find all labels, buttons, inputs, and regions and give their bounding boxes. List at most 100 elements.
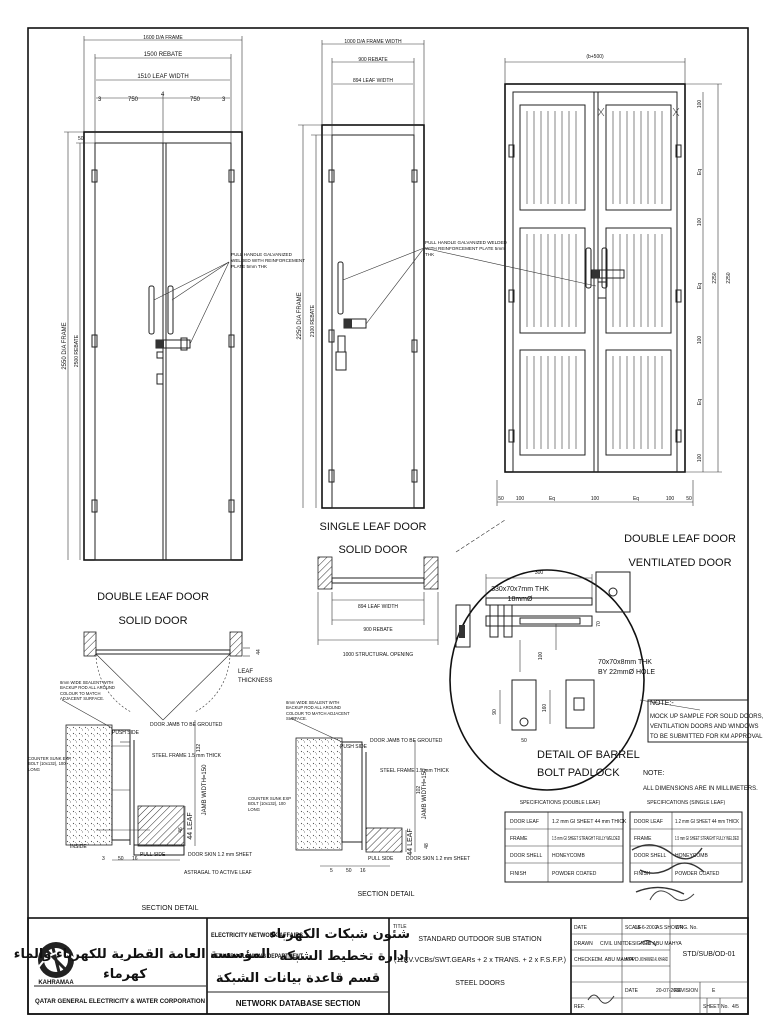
designed-value: M. ABU MAHYA xyxy=(646,941,682,947)
double-solid-dim-leaf: 1510 LEAF WIDTH xyxy=(137,74,188,80)
vent-dim-right-3: 100 xyxy=(697,218,703,227)
notes-box xyxy=(647,699,749,743)
drawn-label: DRAWN xyxy=(574,941,593,947)
double-solid-dim-sub-2: 750 xyxy=(128,97,139,103)
designed-label: DESIGNED xyxy=(625,941,652,947)
barrel-plate: 330x70x7mm THK xyxy=(491,586,549,593)
vent-dim-bottom-5: Eq xyxy=(633,496,639,502)
vent-dim-bottom-4: 100 xyxy=(591,496,600,502)
spec-right-r2-c1: FRAME xyxy=(634,836,652,842)
barrel-title-2: BOLT PADLOCK xyxy=(537,767,620,779)
double-solid-dim-sub-5: 3 xyxy=(222,97,226,103)
revision-label: REVISION xyxy=(674,988,698,994)
louvre-panel xyxy=(519,104,586,211)
single-solid-dim-frame: 1000 D/A FRAME WIDTH xyxy=(344,39,402,45)
drawing-title-2: (11KV.VCBs/SWT.GEARs + 2 x TRANS. + 2 x … xyxy=(394,957,566,964)
barrel-plate2-1: 70x70x8mm THK xyxy=(598,659,652,666)
vent-dim-bottom-7: 50 xyxy=(686,496,692,502)
drawing-number: STD/SUB/OD-01 xyxy=(683,951,736,958)
sheet-value: 4/5 xyxy=(732,1004,739,1010)
checked-value: M. ABU MAHYA xyxy=(598,957,634,963)
section-right-leaf44: 44 LEAF xyxy=(407,828,414,855)
section-left-skin: DOOR SKIN 1.2 mm SHEET xyxy=(188,852,252,858)
section-right-sealant: 8mm WIDE SEALENT WITH BACKUP ROD ALL ARO… xyxy=(286,700,349,721)
double-vent-elevation xyxy=(423,58,722,506)
louvre-panel xyxy=(605,227,672,334)
spec-left-r2-c1: FRAME xyxy=(510,836,528,842)
section-left-inside: INSIDE xyxy=(70,844,87,850)
note-title: NOTE:- xyxy=(650,700,674,707)
double-solid-dim-vert-rebate: 2500 REBATE xyxy=(74,334,80,367)
section-left-d132: 132 xyxy=(196,744,202,753)
section-right-dim-3: 16 xyxy=(360,868,366,874)
louvre-panel xyxy=(605,104,672,211)
double-solid-dim-sub-1: 3 xyxy=(98,97,102,103)
section-right-jambw: JAMB WIDTH=150 xyxy=(422,768,428,820)
barrel-plate2-2: BY 22mmØ HOLE xyxy=(598,669,655,676)
sect-ar: قسم قاعدة بيانات الشبكة xyxy=(216,971,380,986)
section-left-dim-2: 50 xyxy=(118,856,124,862)
title-block xyxy=(27,917,749,1015)
date2-label: DATE xyxy=(625,988,639,994)
date2-value: 20-07-2016 xyxy=(656,988,682,994)
spec-left-r4-c2: POWDER COATED xyxy=(552,871,597,877)
section-left-push: PUSH SIDE xyxy=(112,730,140,736)
double-solid-dim-sub-4: 750 xyxy=(190,97,201,103)
louvre-panel xyxy=(519,227,586,334)
vent-dim-right-7: 100 xyxy=(697,454,703,463)
section-left-dim-3: 16 xyxy=(132,856,138,862)
vent-dim-bottom-2: 100 xyxy=(516,496,525,502)
single-plan-opening: 1000 STRUCTURAL OPENING xyxy=(343,652,413,658)
scale-value: AS SHOWN xyxy=(656,925,684,931)
section-left-jambw: JAMB WIDTH=150 xyxy=(202,764,208,816)
note-line-1: MOCK UP SAMPLE FOR SOLID DOORS, xyxy=(650,714,764,720)
date-label: DATE xyxy=(574,925,588,931)
barrel-bolt-detail xyxy=(449,519,701,791)
appd-label: APPD. xyxy=(625,957,640,963)
spec-right-r2-c2: 1.5 mm GI SHEET STRAIGHT FULLY WELDED xyxy=(675,836,739,842)
drawing-title-1: STANDARD OUTDOOR SUB STATION xyxy=(418,936,541,943)
single-plan-rebate: 900 REBATE xyxy=(363,627,393,633)
note-line-3: TO BE SUBMITTED FOR KM APPROVAL xyxy=(650,734,763,740)
section-right-d102: 102 xyxy=(416,786,422,795)
vent-dim-right-5: 100 xyxy=(697,336,703,345)
section-left-dim-1: 3 xyxy=(102,856,105,862)
section-left-frame-1: STEEL FRAME 1.5 mm THICK xyxy=(152,753,222,759)
double-solid-title-1: DOUBLE LEAF DOOR xyxy=(97,591,209,603)
double-solid-title-2: SOLID DOOR xyxy=(118,615,187,627)
sheet-label: SHEET No. xyxy=(703,1004,729,1010)
single-plan-leaf: 894 LEAF WIDTH xyxy=(358,604,398,610)
dept-ar-1: شئون شبكات الكهرباء xyxy=(270,927,410,942)
spec-right-caption: SPECIFICATIONS (SINGLE LEAF) xyxy=(647,800,726,806)
barrel-d100: 100 xyxy=(538,652,544,661)
section-left-bolt: COUNTER SUNK EXP BOLT (10x132), 100 LONG xyxy=(28,756,71,772)
vent-dim-right-4: Eq xyxy=(697,283,703,289)
louvre-panel xyxy=(605,349,672,456)
signature-designed xyxy=(639,940,657,947)
vent-dim-right-6: Eq xyxy=(697,399,703,405)
spec-left-r3-c1: DOOR SHELL xyxy=(510,853,542,859)
section-right-push: PUSH SIDE xyxy=(340,744,368,750)
section-left-pull: PULL SIDE xyxy=(140,852,166,858)
title-label: TITLE xyxy=(393,924,407,930)
vent-dim-top: (b+500) xyxy=(586,54,604,60)
date-value: 18-6-2002 xyxy=(635,925,658,931)
scale-label: SCALE xyxy=(625,925,642,931)
section-right xyxy=(289,717,416,867)
section-left-sealant: 8mm WIDE SEALENT WITH BACKUP ROD ALL ARO… xyxy=(60,680,115,701)
revision-value: E xyxy=(712,988,716,994)
section-left-jamb: DOOR JAMB TO BE GROUTED xyxy=(150,722,223,728)
vent-dim-right-2: Eq xyxy=(697,169,703,175)
vent-dim-right-total2: 2250 xyxy=(726,272,732,283)
section-right-dim-1: 5 xyxy=(330,868,333,874)
note-line-2: VENTILATION DOORS AND WINDOWS xyxy=(650,724,759,730)
section-left-d46: 46 xyxy=(178,827,184,833)
leaf-thickness-label: LEAF THICKNESS xyxy=(238,669,272,684)
spec-right-r4-c2: POWDER COATED xyxy=(675,871,720,877)
spec-left-r1-c1: DOOR LEAF xyxy=(510,819,539,825)
sect-en: NETWORK DATABASE SECTION xyxy=(236,999,361,1008)
vent-dim-bottom-6: 100 xyxy=(666,496,675,502)
spec-right-r3-c2: HONEYCOMB xyxy=(675,853,708,859)
vent-title-2: VENTILATED DOOR xyxy=(628,557,731,569)
section-right-frame: STEEL FRAME 1.5 mm THICK xyxy=(380,768,450,774)
